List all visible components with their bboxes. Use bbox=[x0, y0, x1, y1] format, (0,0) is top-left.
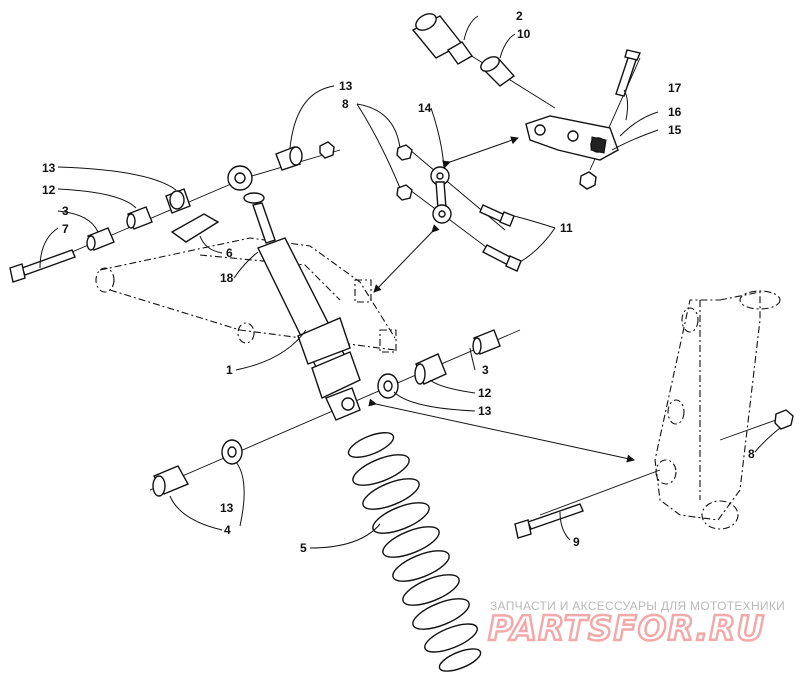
spacer-3-lower bbox=[472, 329, 501, 355]
callout-13-upper: 13 bbox=[339, 79, 353, 93]
callout-16: 16 bbox=[668, 105, 682, 119]
callout-3-left: 3 bbox=[62, 204, 69, 218]
callout-1: 1 bbox=[226, 363, 233, 377]
callout-4: 4 bbox=[224, 523, 231, 537]
bushing-13-bottom bbox=[221, 439, 243, 465]
callout-2: 2 bbox=[516, 9, 523, 23]
callout-3-lower: 3 bbox=[482, 363, 489, 377]
callout-18: 18 bbox=[220, 271, 234, 285]
bushing-12-lower bbox=[414, 353, 447, 385]
watermark-logo: PARTSFOR.RU bbox=[488, 609, 765, 649]
sway-link bbox=[430, 166, 452, 224]
callout-8-right: 8 bbox=[748, 447, 755, 461]
callout-6: 6 bbox=[226, 246, 233, 260]
bolt-17 bbox=[615, 49, 641, 97]
callout-9: 9 bbox=[573, 535, 580, 549]
callout-7: 7 bbox=[62, 222, 69, 236]
callout-labels: 2 10 17 16 15 14 13 8 11 13 12 3 7 6 18 … bbox=[42, 9, 755, 555]
adjuster-sleeve bbox=[411, 13, 474, 65]
callout-5: 5 bbox=[300, 541, 307, 555]
pad-6 bbox=[170, 213, 220, 243]
coil-spring bbox=[347, 432, 482, 672]
callout-17: 17 bbox=[668, 81, 682, 95]
spindle bbox=[654, 290, 781, 530]
callout-15: 15 bbox=[668, 123, 682, 137]
callout-12-left: 12 bbox=[42, 183, 56, 197]
callout-10: 10 bbox=[517, 27, 531, 41]
nut-15 bbox=[579, 171, 597, 190]
connection-arrows bbox=[368, 136, 635, 463]
callout-13-left: 13 bbox=[42, 161, 56, 175]
a-arm-outline bbox=[95, 237, 397, 353]
bushing-13-upper bbox=[275, 146, 303, 171]
nut-8-upper bbox=[319, 141, 335, 159]
callout-12-lower: 12 bbox=[478, 386, 492, 400]
callout-8-upper: 8 bbox=[342, 97, 349, 111]
bushing bbox=[480, 56, 516, 87]
callout-13-bottom: 13 bbox=[220, 501, 234, 515]
callout-11: 11 bbox=[560, 221, 573, 235]
spacer-3-left bbox=[86, 227, 115, 251]
nuts-8 bbox=[396, 144, 413, 201]
bushing-13-left bbox=[165, 188, 191, 214]
watermark: ЗАПЧАСТИ И АКСЕССУАРЫ ДЛЯ МОТОТЕХНИКИ PA… bbox=[487, 599, 785, 650]
leader-lines bbox=[39, 15, 781, 549]
bolt-9 bbox=[514, 503, 584, 539]
watermark-tagline: ЗАПЧАСТИ И АКСЕССУАРЫ ДЛЯ МОТОТЕХНИКИ bbox=[490, 599, 785, 613]
callout-13-lower: 13 bbox=[478, 404, 492, 418]
mount-bracket bbox=[525, 115, 619, 161]
spacer-4 bbox=[152, 465, 189, 497]
bushing-12-left bbox=[126, 206, 153, 230]
bolt-7 bbox=[9, 249, 76, 283]
callout-14: 14 bbox=[418, 101, 432, 115]
shock-absorber bbox=[227, 165, 361, 421]
nut-8-right bbox=[774, 409, 794, 430]
bolts-11 bbox=[479, 204, 522, 272]
bushing-13-lower bbox=[377, 373, 399, 399]
